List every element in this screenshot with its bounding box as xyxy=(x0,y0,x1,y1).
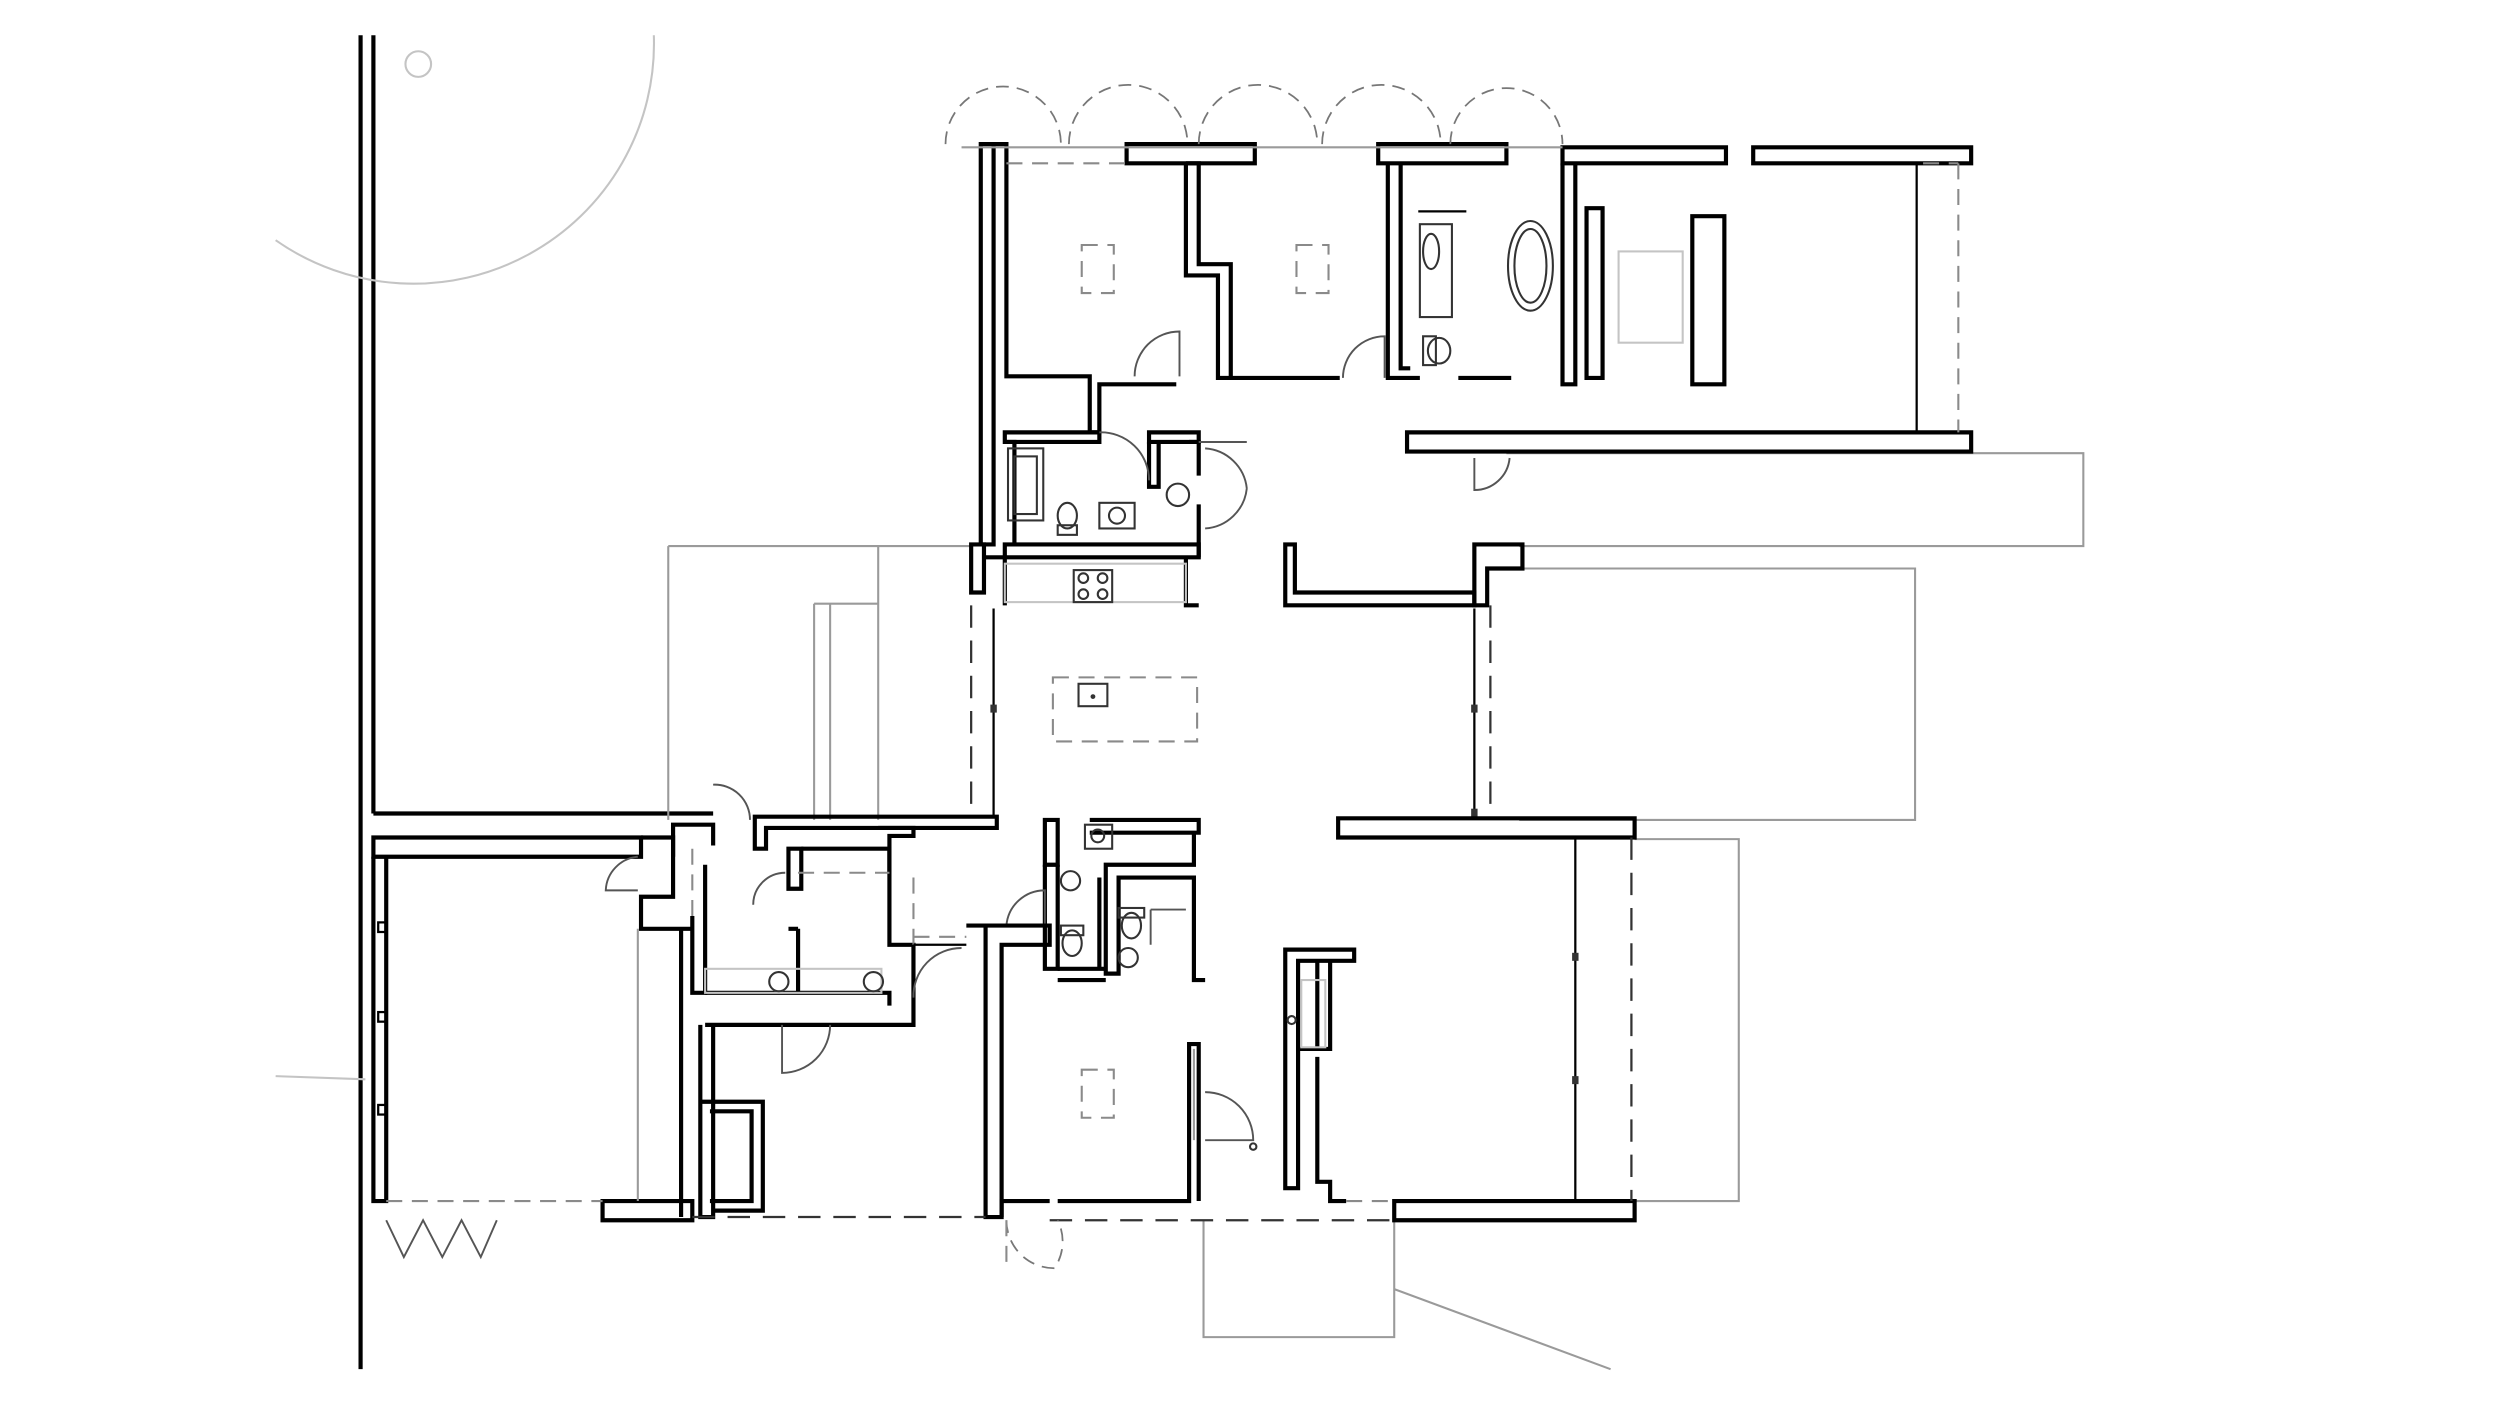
utility-rooms xyxy=(690,783,916,1074)
corridor-bathroom xyxy=(1002,430,1248,560)
store-room xyxy=(698,1024,765,1220)
living-room xyxy=(1346,837,1637,1223)
terrace-outlines xyxy=(667,452,2085,1339)
study xyxy=(966,923,1258,1220)
link-glazing xyxy=(912,935,967,998)
wc-cluster xyxy=(1005,817,1206,983)
master-bath xyxy=(1418,210,1554,367)
site-boundary xyxy=(275,35,1611,1371)
bed-markers xyxy=(1080,243,1684,344)
bedroom-wing xyxy=(961,142,1974,547)
south-glazing xyxy=(692,1215,1395,1270)
kitchen-living xyxy=(752,542,1637,851)
bedroom-doors xyxy=(1133,330,1511,491)
bay-window-swings xyxy=(944,83,1564,145)
hall-storage xyxy=(1283,947,1357,1204)
garage xyxy=(371,822,716,1260)
